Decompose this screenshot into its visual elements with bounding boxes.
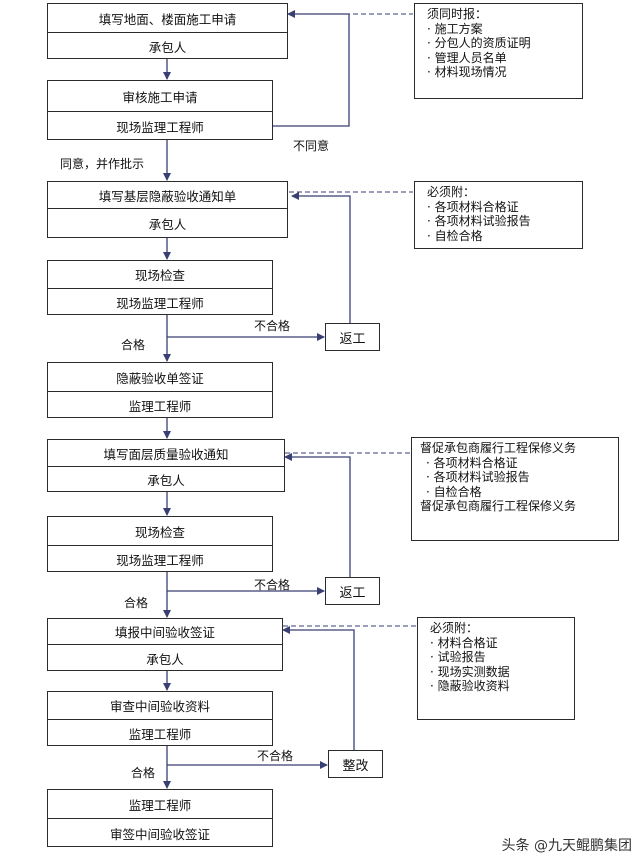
- note-line: · 管理人员名单: [427, 50, 507, 65]
- note-line: 督促承包商履行工程保修义务: [420, 499, 577, 513]
- step-role: 现场监理工程师: [116, 119, 204, 135]
- label-fail-3: 不合格: [257, 749, 294, 763]
- note-line: · 各项材料试验报告: [427, 214, 531, 228]
- step-role: 现场监理工程师: [116, 295, 204, 311]
- note-line: · 自检合格: [427, 228, 483, 243]
- step-label: 填报中间验收签证: [114, 625, 215, 640]
- box-divider: [48, 466, 284, 467]
- watermark: 头条 @九天鲲鹏集团: [501, 838, 632, 854]
- box-divider: [48, 111, 272, 112]
- note-box-4: 必须附： · 材料合格证 · 试验报告 · 现场实测数据 · 隐蔽验收资料: [417, 617, 575, 720]
- note-line: · 各项材料合格证: [427, 199, 519, 214]
- note-line: · 各项材料试验报告: [426, 470, 530, 484]
- note-line: · 材料合格证: [430, 635, 498, 650]
- note-line: 督促承包商履行工程保修义务: [420, 441, 577, 455]
- note-box-1: 须同时报： · 施工方案 · 分包人的资质证明 · 管理人员名单 · 材料现场情…: [414, 3, 583, 99]
- step-label: 隐蔽验收单签证: [116, 370, 204, 386]
- arrow-disagree-loop: [273, 10, 350, 127]
- note-line: · 材料现场情况: [427, 65, 507, 79]
- rework-box-1: 返工: [325, 323, 380, 351]
- step-box-surface-notice: 填写面层质量验收通知 承包人: [47, 439, 285, 492]
- step-box-apply: 填写地面、楼面施工申请 承包人: [47, 3, 288, 59]
- note-box-2: 必须附： · 各项材料合格证 · 各项材料试验报告 · 自检合格: [414, 181, 583, 249]
- step-label: 填写地面、楼面施工申请: [98, 11, 237, 27]
- step-role: 承包人: [148, 217, 187, 232]
- label-fail-1: 不合格: [254, 319, 291, 333]
- box-divider: [48, 545, 272, 546]
- note-line: · 自检合格: [426, 484, 482, 499]
- box-divider: [48, 208, 287, 209]
- note-line: · 试验报告: [430, 650, 486, 664]
- step-box-final-sign: 监理工程师 审签中间验收签证: [47, 789, 273, 847]
- box-divider: [48, 288, 272, 289]
- box-divider: [48, 32, 287, 33]
- arrow-rectify-3: [282, 626, 355, 750]
- note-line: · 隐蔽验收资料: [430, 679, 510, 693]
- box-divider: [48, 719, 272, 720]
- box-divider: [48, 644, 282, 645]
- step-role: 现场监理工程师: [116, 552, 204, 568]
- step-role: 承包人: [146, 651, 184, 667]
- note-line: 必须附：: [427, 185, 476, 199]
- note-line: · 各项材料合格证: [426, 455, 518, 470]
- step-label: 现场检查: [134, 524, 185, 540]
- box-divider: [48, 391, 272, 392]
- label-disagree: 不同意: [293, 139, 330, 153]
- step-label: 现场检查: [134, 268, 185, 283]
- arrow-rework-1: [291, 192, 351, 323]
- rework-box-2: 返工: [325, 577, 380, 605]
- note-box-3: 督促承包商履行工程保修义务 · 各项材料合格证 · 各项材料试验报告 · 自检合…: [411, 437, 619, 541]
- box-divider: [48, 818, 272, 819]
- note-line: 必须附：: [430, 621, 479, 635]
- label-fail-2: 不合格: [254, 578, 291, 592]
- step-box-site-check-2: 现场检查 现场监理工程师: [47, 516, 273, 572]
- step-box-base-notice: 填写基层隐蔽验收通知单 承包人: [47, 181, 288, 238]
- arrow-rework-2: [284, 453, 351, 577]
- note-line: · 现场实测数据: [430, 664, 510, 679]
- label-pass-3: 合格: [131, 766, 156, 780]
- step-role: 监理工程师: [128, 726, 192, 742]
- step-label: 填写面层质量验收通知: [103, 446, 229, 462]
- step-label: 填写基层隐蔽验收通知单: [98, 188, 237, 204]
- step-role: 承包人: [147, 473, 185, 488]
- step-box-review-apply: 审核施工申请 现场监理工程师: [47, 80, 273, 140]
- note-line: 须同时报：: [427, 7, 488, 21]
- rectify-box: 整改: [328, 750, 383, 778]
- step-label: 审签中间验收签证: [109, 826, 210, 842]
- step-role: 监理工程师: [128, 398, 192, 414]
- label-pass-1: 合格: [121, 338, 146, 352]
- step-label: 审核施工申请: [122, 89, 198, 105]
- label-pass-2: 合格: [124, 596, 149, 610]
- step-box-site-check-1: 现场检查 现场监理工程师: [47, 260, 273, 315]
- label-agree-approve: 同意，并作批示: [60, 157, 145, 171]
- step-box-concealed-sign: 隐蔽验收单签证 监理工程师: [47, 362, 273, 418]
- step-role: 监理工程师: [128, 797, 192, 813]
- step-label: 审查中间验收资料: [109, 699, 210, 714]
- step-box-interim-report: 填报中间验收签证 承包人: [47, 618, 283, 671]
- step-role: 承包人: [148, 39, 187, 55]
- note-line: · 施工方案: [427, 21, 483, 36]
- step-box-interim-review: 审查中间验收资料 监理工程师: [47, 691, 273, 746]
- note-line: · 分包人的资质证明: [427, 36, 531, 50]
